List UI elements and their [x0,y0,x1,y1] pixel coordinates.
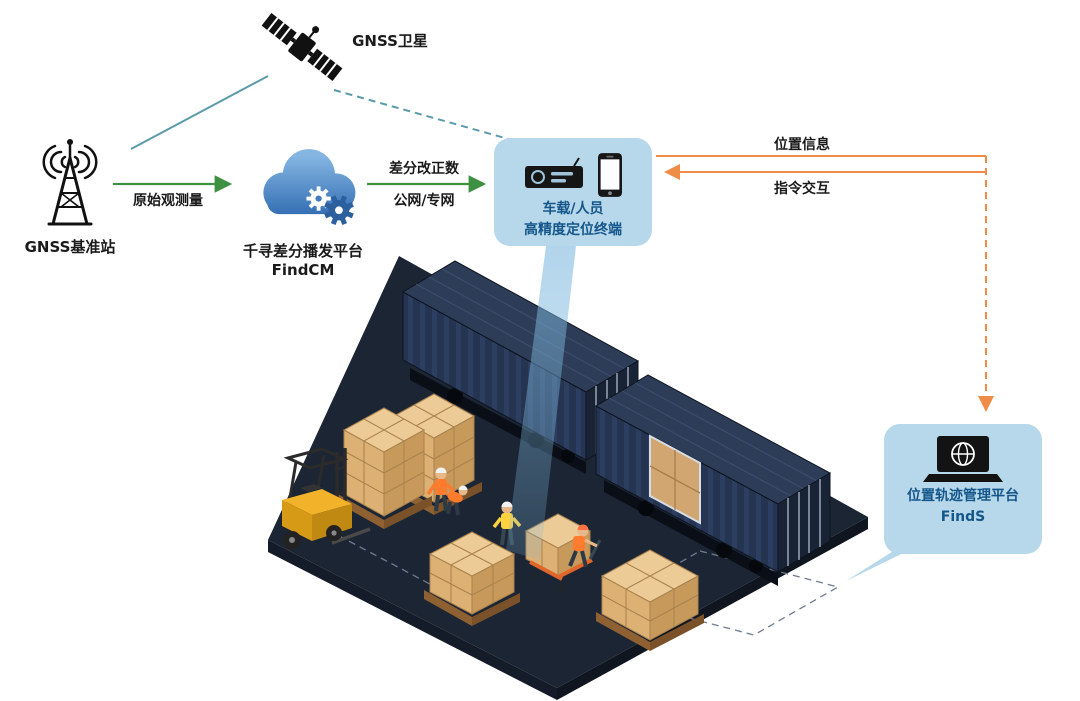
shipping-container-2 [594,374,832,586]
laptop-globe-icon [923,436,1003,482]
terminal-panel: 车载/人员 高精度定位终端 [494,138,652,246]
pallet-box-stack [336,407,432,529]
pallet-jack [524,513,602,593]
position-info-label: 位置信息 [774,137,830,153]
gnss-satellite-icon [250,5,355,97]
warehouse-worker [446,485,468,516]
terminal-devices [524,151,622,199]
correction-data-label-1: 差分改正数 [389,161,459,177]
correction-data-label-2: 公网/专网 [393,193,455,209]
warehouse-worker [492,501,522,546]
management-platform-name: 位置轨迹管理平台 [907,488,1019,504]
white-gear [306,186,331,211]
shipping-container-1 [401,260,640,474]
command-interaction-label: 指令交互 [774,181,830,197]
warehouse-platform [268,256,868,700]
pallet-box-stack [386,393,482,515]
terminal-label-line1: 车载/人员 [542,201,604,217]
cloud-platform-name: 千寻差分播发平台 [242,242,364,260]
satellite-to-terminal-line [333,89,513,141]
pallet-box-stack [596,549,704,651]
base-station-label: GNSS基准站 [24,238,116,256]
cloud-platform-product: FindCM [271,261,335,279]
cloud-gear-icon [243,136,369,238]
container-open-door-cargo [649,434,701,525]
management-platform-product: FindS [940,509,986,525]
raw-observation-label: 原始观测量 [133,193,203,209]
warehouse-worker [568,524,598,568]
dashed-lane-marking [295,512,461,601]
blue-gear [324,195,354,226]
forklift [282,447,371,549]
smartphone-icon [598,153,622,197]
gnss-base-station-icon [15,136,125,238]
satellite-label: GNSS卫星 [352,32,428,50]
pallet-box-stack [424,531,520,626]
vehicle-terminal-icon [525,157,583,188]
positioning-beam [506,246,576,560]
management-platform-panel: 位置轨迹管理平台 FindS [884,424,1042,554]
warehouse-worker [426,467,456,512]
dashed-zone-marking [614,550,840,636]
terminal-label-line2: 高精度定位终端 [524,222,622,238]
